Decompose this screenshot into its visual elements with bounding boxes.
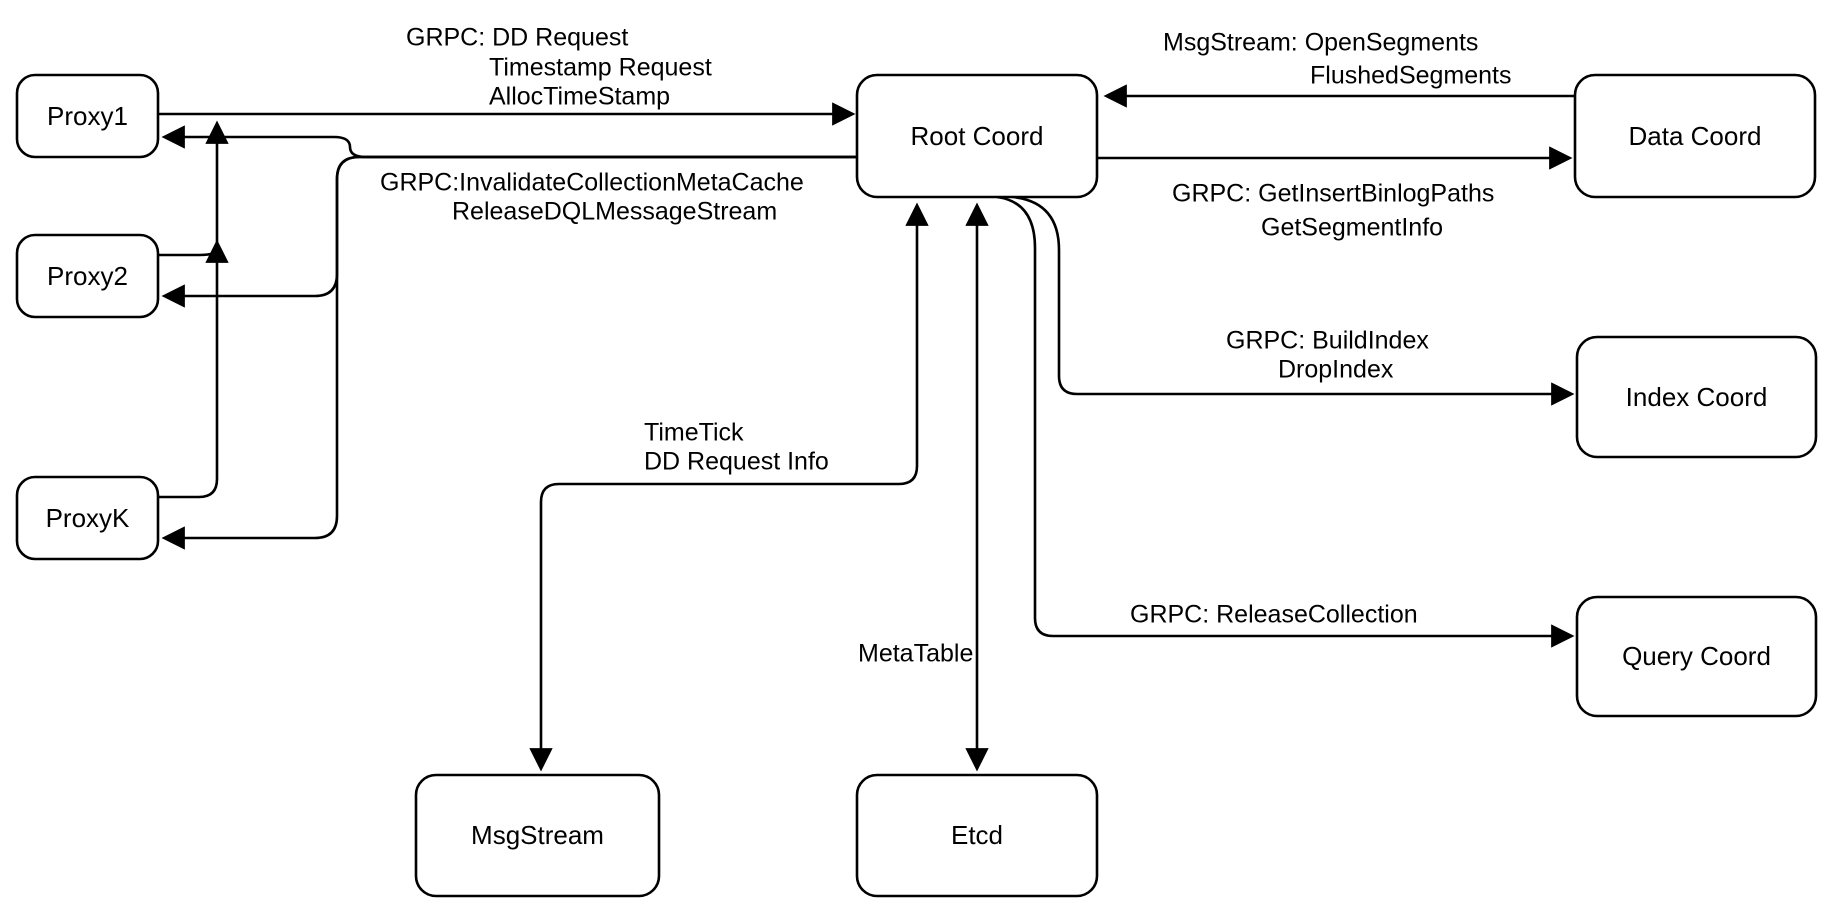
- node-proxyk: ProxyK: [15, 475, 160, 561]
- edge-rootcoord-to-querycoord: [996, 195, 1575, 648]
- node-datacoord-shape: [1573, 73, 1817, 199]
- edge-rootcoord-to-proxyk: [161, 155, 857, 550]
- label-timetick-line2: DD Request Info: [644, 448, 829, 476]
- node-querycoord-shape: [1575, 595, 1818, 718]
- node-datacoord-label: Data Coord: [1629, 121, 1762, 151]
- label-dd-request-line2: Timestamp Request: [489, 54, 712, 82]
- node-msgstream-shape: [414, 773, 661, 898]
- label-metatable: MetaTable: [858, 640, 973, 668]
- label-timetick-line1: TimeTick: [644, 419, 744, 447]
- label-invalidate-line1: GRPC:InvalidateCollectionMetaCache: [380, 169, 804, 197]
- node-querycoord: Query Coord: [1575, 595, 1818, 718]
- node-proxyk-shape: [15, 475, 160, 561]
- label-dd-request-line3: AllocTimeStamp: [489, 83, 670, 111]
- node-datacoord: Data Coord: [1573, 73, 1817, 199]
- label-binlog-paths-line1: GRPC: GetInsertBinlogPaths: [1172, 180, 1494, 208]
- node-rootcoord: Root Coord: [855, 73, 1099, 199]
- edge-proxyk-up-merge: [158, 120, 229, 499]
- node-querycoord-label: Query Coord: [1622, 641, 1771, 671]
- node-indexcoord: Index Coord: [1575, 335, 1818, 459]
- node-proxy2-shape: [15, 233, 160, 319]
- label-build-index-line1: GRPC: BuildIndex: [1226, 327, 1429, 355]
- label-release-collection: GRPC: ReleaseCollection: [1130, 601, 1418, 629]
- label-invalidate-line2: ReleaseDQLMessageStream: [452, 198, 777, 226]
- node-rootcoord-shape: [855, 73, 1099, 199]
- node-proxy2-label: Proxy2: [47, 261, 128, 291]
- label-binlog-paths-line2: GetSegmentInfo: [1261, 214, 1443, 242]
- label-dd-request-line1: GRPC: DD Request: [406, 24, 628, 52]
- node-proxyk-label: ProxyK: [46, 503, 130, 533]
- node-proxy1-label: Proxy1: [47, 101, 128, 131]
- node-etcd-label: Etcd: [951, 820, 1003, 850]
- edge-proxy2-up-merge: [158, 239, 229, 263]
- node-indexcoord-label: Index Coord: [1626, 382, 1768, 412]
- label-open-segments-line2: FlushedSegments: [1310, 62, 1512, 90]
- node-rootcoord-label: Root Coord: [911, 121, 1044, 151]
- node-proxy1-shape: [15, 73, 160, 159]
- node-indexcoord-shape: [1575, 335, 1818, 459]
- node-etcd-shape: [855, 773, 1099, 898]
- node-proxy2: Proxy2: [15, 233, 160, 319]
- edge-rootcoord-to-indexcoord: [1012, 195, 1575, 406]
- edge-rootcoord-msgstream: [529, 202, 929, 772]
- node-proxy1: Proxy1: [15, 73, 160, 159]
- node-msgstream: MsgStream: [414, 773, 661, 898]
- label-build-index-line2: DropIndex: [1278, 356, 1394, 384]
- label-open-segments-line1: MsgStream: OpenSegments: [1163, 29, 1478, 57]
- node-etcd: Etcd: [855, 773, 1099, 898]
- edge-rootcoord-to-proxy1: [161, 125, 857, 159]
- node-msgstream-label: MsgStream: [471, 820, 604, 850]
